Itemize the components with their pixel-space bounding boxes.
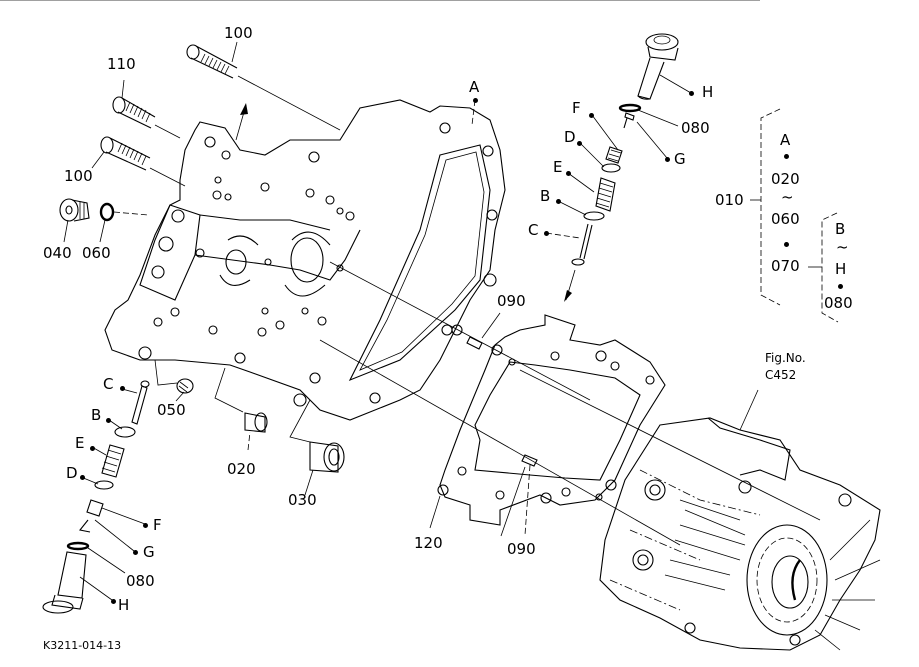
label-050: 050 bbox=[157, 401, 186, 419]
legend-item-020: 020 bbox=[771, 170, 800, 188]
label-C-top: C bbox=[528, 221, 539, 239]
figure-reference-label: Fig.No. bbox=[765, 351, 806, 365]
legend-range-tilde: ~ bbox=[781, 188, 794, 206]
label-080-bottom: 080 bbox=[126, 572, 155, 590]
label-B-bottom: B bbox=[91, 406, 102, 424]
legend-sub-item-H: H bbox=[835, 260, 847, 278]
label-G-bottom: G bbox=[143, 543, 155, 561]
label-B-dot bbox=[556, 199, 561, 204]
legend-item-060: 060 bbox=[771, 210, 800, 228]
label-G-dot bbox=[665, 157, 670, 162]
gasket-120 bbox=[437, 314, 666, 526]
label-090-bottom: 090 bbox=[507, 540, 536, 558]
label-120: 120 bbox=[414, 534, 443, 552]
label-E-bottom: E bbox=[75, 434, 85, 452]
legend-dot bbox=[784, 242, 789, 247]
leader-line bbox=[319, 339, 681, 546]
label-100-top: 100 bbox=[224, 24, 253, 42]
label-110: 110 bbox=[107, 55, 136, 73]
o-ring-060 bbox=[99, 202, 149, 222]
valve-assembly-top bbox=[564, 33, 679, 302]
label-G-bottom-dot bbox=[133, 550, 138, 555]
label-G-top: G bbox=[674, 150, 686, 168]
plug-040 bbox=[59, 198, 90, 222]
legend-sub-item-080: 080 bbox=[824, 294, 853, 312]
bolt-100-left bbox=[100, 136, 186, 187]
bolt-110 bbox=[112, 96, 181, 139]
leader-line bbox=[329, 261, 591, 401]
label-E-dot bbox=[566, 171, 571, 176]
legend-dot bbox=[784, 154, 789, 159]
label-E-top: E bbox=[553, 158, 563, 176]
label-020: 020 bbox=[227, 460, 256, 478]
label-F-bottom: F bbox=[153, 516, 162, 534]
label-leaders bbox=[63, 41, 692, 601]
label-B-bottom-dot bbox=[106, 418, 111, 423]
bolt-100-top bbox=[186, 44, 341, 131]
label-H-bottom-dot bbox=[111, 599, 116, 604]
label-A: A bbox=[469, 78, 480, 96]
bushing-020 bbox=[214, 367, 268, 433]
label-100-left: 100 bbox=[64, 167, 93, 185]
label-030: 030 bbox=[288, 491, 317, 509]
label-C-bottom-dot bbox=[120, 386, 125, 391]
bushing-030 bbox=[289, 399, 345, 473]
drawing-code: K3211-014-13 bbox=[43, 639, 122, 652]
label-A-dot bbox=[473, 98, 478, 103]
label-C-dot bbox=[544, 231, 549, 236]
label-H-bottom: H bbox=[118, 596, 130, 614]
valve-assembly-bottom bbox=[42, 380, 150, 614]
valve-housing bbox=[104, 99, 506, 421]
label-C-bottom: C bbox=[103, 375, 114, 393]
legend-item-070: 070 bbox=[771, 257, 800, 275]
label-D-bottom: D bbox=[66, 464, 78, 482]
label-040: 040 bbox=[43, 244, 72, 262]
assembly-legend-brackets bbox=[750, 108, 839, 323]
label-F-bottom-dot bbox=[143, 523, 148, 528]
legend-sub-item-B: B bbox=[835, 220, 846, 238]
label-E-bottom-dot bbox=[90, 446, 95, 451]
label-090-top: 090 bbox=[497, 292, 526, 310]
label-D-dot bbox=[577, 141, 582, 146]
label-B-top: B bbox=[540, 187, 551, 205]
label-H-top: H bbox=[702, 83, 714, 101]
label-080-top: 080 bbox=[681, 119, 710, 137]
label-D-bottom-dot bbox=[80, 475, 85, 480]
leader-line bbox=[519, 369, 821, 521]
legend-dot bbox=[838, 284, 843, 289]
plug-050 bbox=[154, 359, 194, 394]
label-F-top: F bbox=[572, 99, 581, 117]
figure-reference: Fig.No. C452 bbox=[765, 350, 806, 384]
legend-item-A: A bbox=[780, 131, 791, 149]
transmission-case bbox=[0, 0, 881, 651]
label-H-dot bbox=[689, 91, 694, 96]
dowel-pin-090-bottom bbox=[521, 454, 538, 536]
figure-reference-number: C452 bbox=[765, 368, 797, 382]
label-D-top: D bbox=[564, 128, 576, 146]
legend-assembly-number: 010 bbox=[715, 191, 744, 209]
label-060: 060 bbox=[82, 244, 111, 262]
label-F-dot bbox=[589, 113, 594, 118]
legend-sub-range-tilde: ~ bbox=[836, 238, 849, 256]
